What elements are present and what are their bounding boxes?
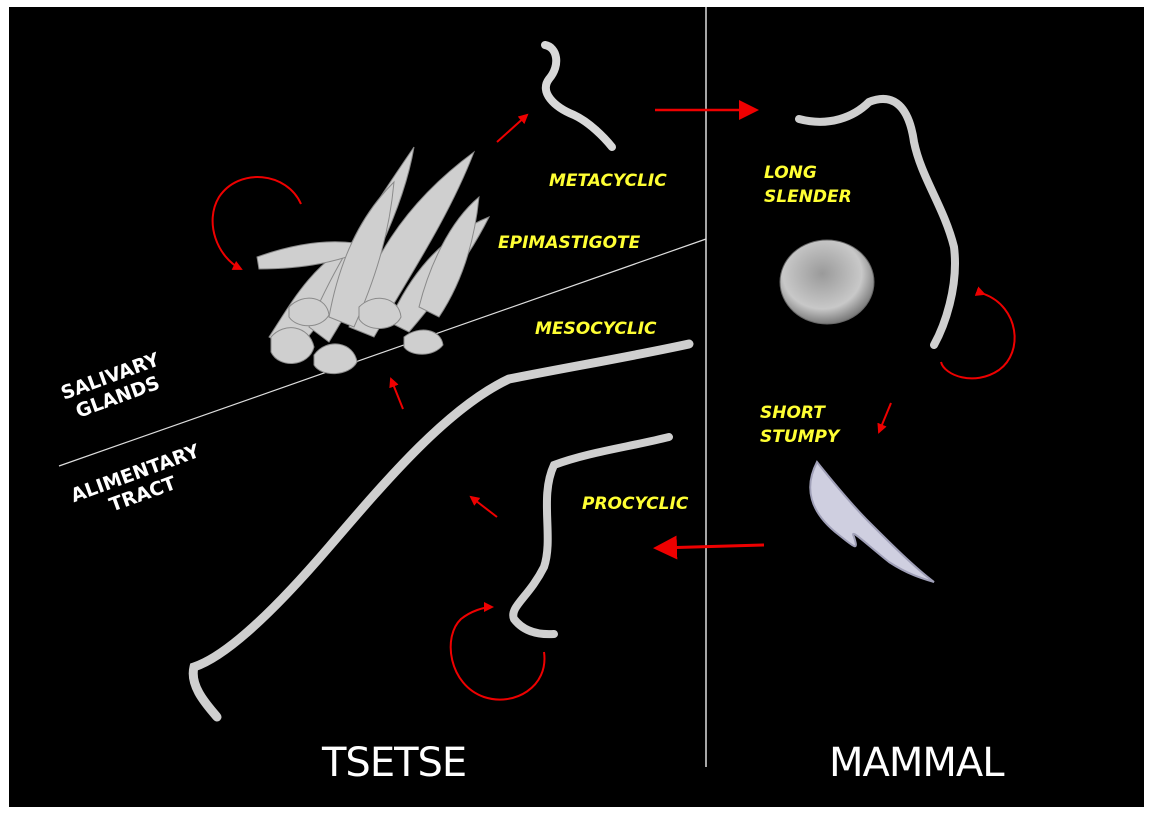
procyclic-trypanosome-image: [513, 437, 669, 634]
epimastigote-cluster-image: [257, 147, 489, 374]
stage-label-epimastigote: EPIMASTIGOTE: [498, 231, 640, 255]
lifecycle-diagram: METACYCLIC EPIMASTIGOTE MESOCYCLIC PROCY…: [9, 7, 1144, 807]
stage-label-metacyclic: METACYCLIC: [549, 169, 667, 193]
diagram-artwork: [9, 7, 1144, 807]
red-blood-cell-image: [780, 240, 874, 324]
metacyclic-trypanosome-image: [545, 45, 612, 147]
circular-arrow-procyclic: [451, 607, 545, 700]
arrow-short-stumpy-to-procyclic: [659, 545, 764, 548]
stage-label-short-stumpy: SHORT STUMPY: [760, 401, 839, 449]
short-stumpy-trypanosome-image: [810, 462, 934, 582]
host-label-tsetse: TSETSE: [322, 740, 466, 786]
mesocyclic-trypanosome-image: [193, 344, 689, 717]
host-label-mammal: MAMMAL: [829, 740, 1004, 786]
arrow-long-slender-to-short-stumpy: [879, 403, 891, 432]
stage-label-mesocyclic: MESOCYCLIC: [535, 317, 657, 341]
lifecycle-arrows: [213, 110, 1015, 700]
arrow-procyclic-to-mesocyclic: [471, 497, 497, 517]
stage-label-long-slender: LONG SLENDER: [764, 161, 852, 209]
arrow-epimastigote-to-metacyclic: [497, 115, 527, 142]
stage-label-procyclic: PROCYCLIC: [582, 492, 688, 516]
arrow-mesocyclic-to-epimastigote: [391, 379, 403, 409]
